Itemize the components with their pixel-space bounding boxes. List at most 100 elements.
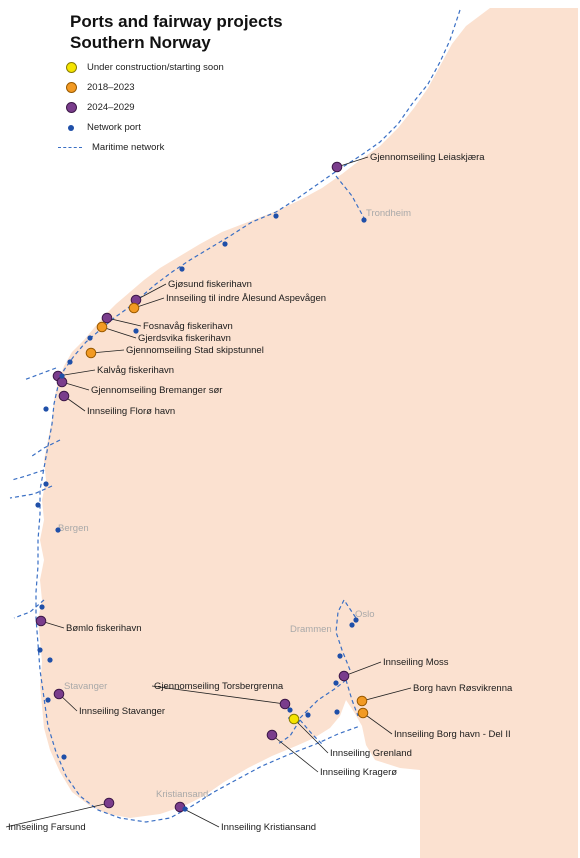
place-label-trondheim: Trondheim: [366, 208, 411, 219]
legend-item-under-construction: Under construction/starting soon: [66, 62, 224, 73]
network-port-dot: [35, 502, 41, 508]
leader-line: [106, 317, 142, 327]
project-dot-icon[interactable]: [279, 698, 291, 710]
project-marker[interactable]: Borg havn Røsvikrenna: [356, 683, 513, 707]
project-marker[interactable]: Gjennomseiling Leiaskjæra: [331, 152, 485, 173]
project-marker[interactable]: Innseiling Kristiansand: [174, 801, 316, 833]
maritime-route-1: [35, 9, 461, 823]
legend-item-2018-2023: 2018–2023: [66, 82, 135, 93]
project-dot-icon[interactable]: [58, 390, 70, 402]
place-label-kristiansand: Kristiansand: [156, 789, 208, 800]
project-label: Gjennomseiling Stad skipstunnel: [126, 345, 264, 356]
project-marker[interactable]: Innseiling Stavanger: [53, 688, 165, 717]
network-port-dot: [287, 707, 293, 713]
maritime-route-4: [299, 679, 347, 719]
leader-line: [343, 661, 382, 677]
network-port-dot: [337, 653, 343, 659]
project-marker[interactable]: Innseiling Borg havn - Del II: [357, 707, 511, 740]
project-label: Gjennomseiling Torsbergrenna: [154, 681, 284, 692]
map-subtitle: Southern Norway: [70, 33, 211, 52]
network-port-dot: [305, 712, 311, 718]
leader-line: [135, 283, 167, 301]
project-label: Innseiling Stavanger: [79, 706, 165, 717]
project-marker[interactable]: Innseiling Farsund: [5, 797, 115, 833]
dashed-line-icon: [58, 147, 82, 148]
under-construction-marker-icon: [66, 62, 77, 73]
project-label: Innseiling til indre Ålesund Aspevågen: [166, 293, 326, 304]
maritime-route-3: [335, 598, 357, 671]
project-marker[interactable]: Fosnavåg fiskerihavn: [101, 312, 233, 332]
project-marker[interactable]: Innseiling til indre Ålesund Aspevågen: [128, 293, 326, 314]
network-port-dot: [45, 697, 51, 703]
project-label: Gjerdsvika fiskerihavn: [138, 333, 231, 344]
project-dot-icon[interactable]: [103, 797, 115, 809]
project-marker[interactable]: Bømlo fiskerihavn: [35, 615, 142, 634]
legend-label: 2024–2029: [87, 102, 135, 113]
project-label: Innseiling Farsund: [8, 822, 86, 833]
maritime-network: [9, 9, 461, 823]
land-mass: [38, 8, 578, 858]
project-label: Innseiling Moss: [383, 657, 449, 668]
leader-line: [271, 734, 319, 773]
network-port-dot: [361, 217, 367, 223]
network-port-dot: [59, 373, 65, 379]
leader-line: [361, 687, 412, 702]
project-dot-icon[interactable]: [35, 615, 47, 627]
project-marker[interactable]: Innseiling Kragerø: [266, 729, 397, 778]
legend-item-network-port: Network port: [66, 122, 141, 133]
project-marker[interactable]: Gjennomseiling Stad skipstunnel: [85, 345, 264, 359]
leader-line: [101, 326, 137, 339]
project-label: Kalvåg fiskerihavn: [97, 365, 174, 376]
project-label: Innseiling Borg havn - Del II: [394, 729, 511, 740]
leader-line: [90, 349, 125, 354]
network-port-dot: [133, 328, 139, 334]
project-dot-icon[interactable]: [266, 729, 278, 741]
project-label: Borg havn Røsvikrenna: [413, 683, 513, 694]
legend-item-2024-2029: 2024–2029: [66, 102, 135, 113]
project-dot-icon[interactable]: [53, 688, 65, 700]
project-dot-icon[interactable]: [338, 670, 350, 682]
network-port-dot: [182, 806, 188, 812]
project-label: Bømlo fiskerihavn: [66, 623, 142, 634]
project-marker[interactable]: Innseiling Florø havn: [58, 390, 175, 417]
maritime-route-10: [23, 367, 57, 381]
network-port-dot: [87, 335, 93, 341]
project-dot-icon[interactable]: [101, 312, 113, 324]
project-dot-icon[interactable]: [56, 376, 68, 388]
legend-label: Under construction/starting soon: [87, 62, 224, 73]
network-port-dot: [222, 241, 228, 247]
purple-marker-icon: [66, 102, 77, 113]
project-marker[interactable]: Innseiling Grenland: [288, 713, 412, 759]
network-port-dot: [273, 213, 279, 219]
project-dot-icon[interactable]: [357, 707, 369, 719]
project-dot-icon[interactable]: [288, 713, 300, 725]
place-label-drammen: Drammen: [290, 624, 332, 635]
place-label-oslo: Oslo: [355, 609, 375, 620]
project-marker[interactable]: Innseiling Moss: [338, 657, 449, 682]
maritime-route-8: [9, 485, 53, 499]
network-port-dot: [353, 617, 359, 623]
network-port-dot: [333, 680, 339, 686]
network-port-dot: [43, 481, 49, 487]
leader-line: [293, 718, 329, 754]
legend-label: Network port: [87, 122, 141, 133]
legend-item-maritime-network: Maritime network: [58, 142, 164, 153]
project-dot-icon[interactable]: [85, 347, 97, 359]
place-label-bergen: Bergen: [58, 523, 89, 534]
maritime-route-9: [11, 469, 45, 481]
network-port-dot: [39, 604, 45, 610]
project-marker[interactable]: Gjerdsvika fiskerihavn: [96, 321, 231, 344]
network-port-dot: [47, 657, 53, 663]
network-port-dot: [179, 266, 185, 272]
network-port-dot: [334, 709, 340, 715]
project-label: Fosnavåg fiskerihavn: [143, 321, 233, 332]
project-dot-icon[interactable]: [128, 302, 140, 314]
project-marker[interactable]: Gjennomseiling Torsbergrenna: [151, 681, 291, 710]
map-title: Ports and fairway projects: [70, 12, 283, 31]
project-dot-icon[interactable]: [96, 321, 108, 333]
project-dot-icon[interactable]: [356, 695, 368, 707]
project-dot-icon[interactable]: [331, 161, 343, 173]
network-port-dot: [61, 754, 67, 760]
project-label: Innseiling Florø havn: [87, 406, 175, 417]
